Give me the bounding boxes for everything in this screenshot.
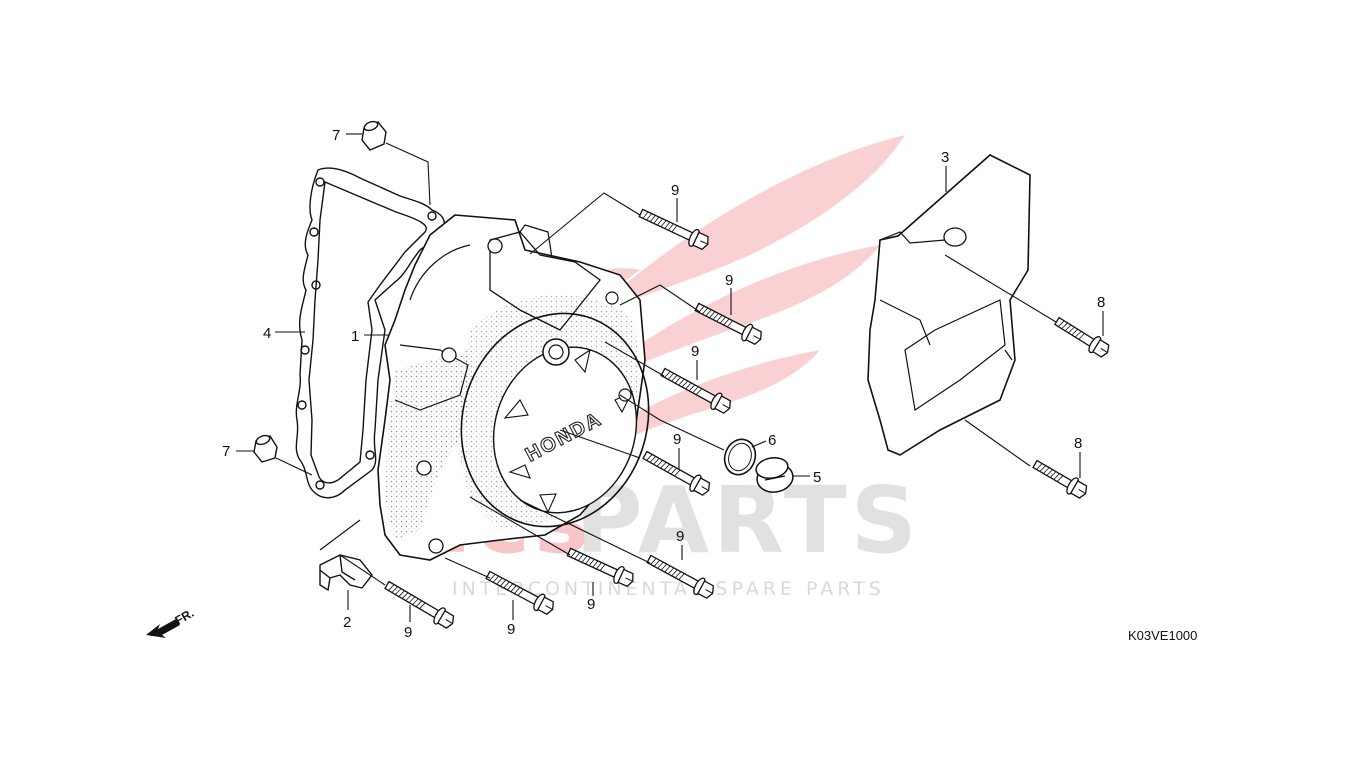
callout-9-h: 9 [404,624,412,641]
part-2-clamp [319,554,373,592]
callout-labels: 7 7 4 1 3 2 6 5 8 8 9 9 9 9 9 9 9 9 9 [222,127,1105,641]
watermark-tagline: INTERCONTINENTAL SPARE PARTS [452,578,885,600]
callout-8-upper: 8 [1097,294,1105,311]
diagram-code: K03VE1000 [1128,628,1197,643]
callout-9-f: 9 [587,596,595,613]
bolt-9-h [384,580,455,629]
callout-3: 3 [941,149,949,166]
callout-1: 1 [351,328,359,345]
part-7-dowel-pin-lower [253,434,278,463]
part-5-filler-plug [755,457,794,493]
callout-2: 2 [343,614,351,631]
callout-8-lower: 8 [1074,435,1082,452]
bolt-9-f [566,547,634,588]
callout-9-b: 9 [725,272,733,289]
callout-5: 5 [813,469,821,486]
bolt-9-e [646,554,715,599]
watermark-brand-main: PARTS [575,467,921,574]
bolt-9-g [485,570,554,615]
bolt-8-lower [1032,459,1088,499]
part-1-left-cover: HONDA [377,214,650,561]
callout-9-e: 9 [676,528,684,545]
callout-9-d: 9 [673,431,681,448]
bolt-9-b [694,302,762,346]
part-6-o-ring [723,438,757,476]
callout-7-lower: 7 [222,443,230,460]
part-7-dowel-pin-upper [361,120,387,151]
callout-9-a: 9 [671,182,679,199]
bolts-layer [384,208,1110,629]
part-3-sprocket-cover [867,154,1031,456]
part-4-gasket [295,167,446,499]
callout-4: 4 [263,325,271,342]
callout-9-c: 9 [691,343,699,360]
callout-9-g: 9 [507,621,515,638]
front-direction-arrow: FR. [146,606,196,638]
bolt-8-upper [1053,316,1110,358]
callout-6: 6 [768,432,776,449]
bolt-9-d [642,450,711,496]
callout-7-upper: 7 [332,127,340,144]
bolt-9-c [660,367,732,414]
bolt-9-a [638,208,709,251]
leader-lines [236,133,1104,622]
